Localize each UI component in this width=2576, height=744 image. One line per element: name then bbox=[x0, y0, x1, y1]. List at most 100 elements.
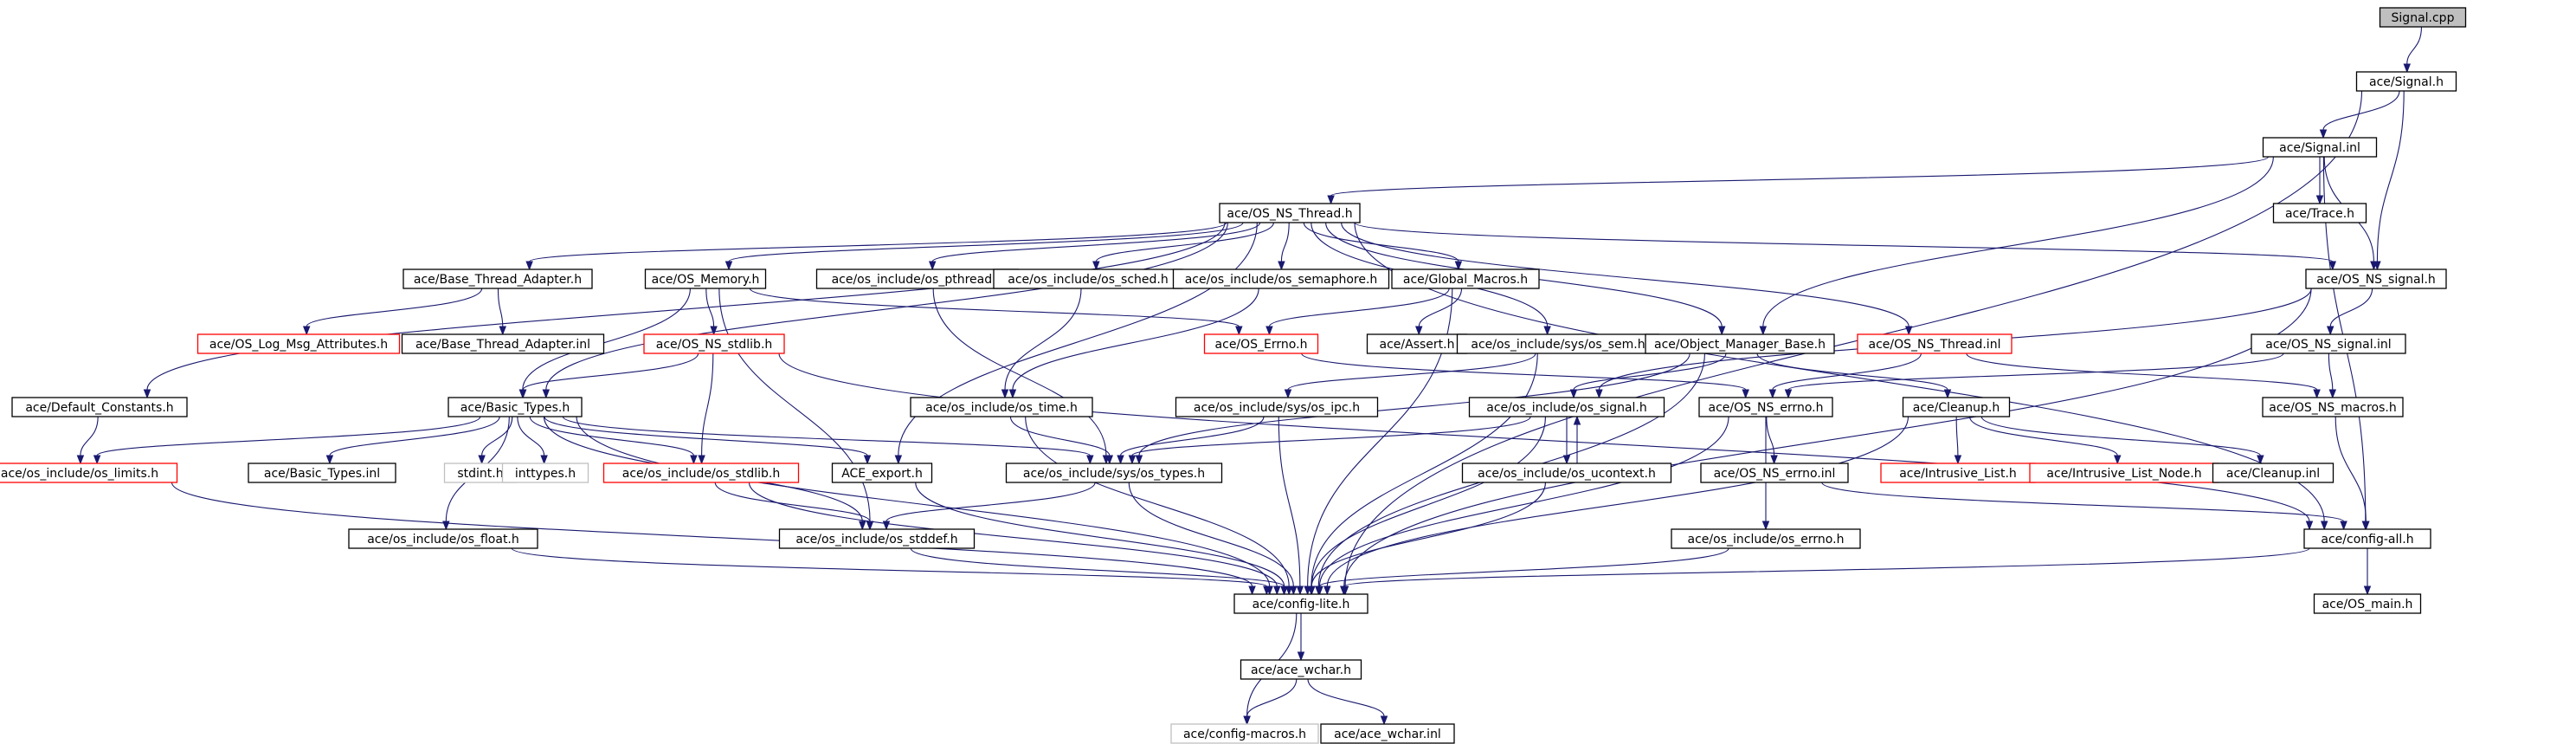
edge-os-memory-h-to-os-ns-stdlib-h bbox=[705, 288, 718, 336]
node-box bbox=[1461, 463, 1672, 483]
node-box bbox=[11, 397, 188, 417]
node-os-ns-macros-h: ace/OS_NS_macros.h bbox=[2262, 397, 2404, 417]
node-assert-h: ace/Assert.h bbox=[1366, 333, 1468, 354]
node-box bbox=[1233, 593, 1368, 614]
node-label: ace/Default_Constants.h bbox=[25, 401, 173, 415]
edge-arrowhead bbox=[1092, 261, 1100, 271]
edge-arrowhead bbox=[710, 326, 718, 336]
edge-line bbox=[1821, 482, 2345, 522]
edge-line bbox=[931, 222, 1261, 262]
edge-arrowhead bbox=[928, 261, 937, 271]
edge-arrowhead bbox=[143, 389, 151, 399]
node-box bbox=[1175, 397, 1379, 417]
edge-arrowhead bbox=[1770, 455, 1778, 465]
edge-arrowhead bbox=[1280, 585, 1288, 596]
node-box bbox=[248, 463, 396, 483]
edge-cleanup-h-to-cleanup-inl bbox=[1980, 416, 2264, 465]
node-box bbox=[778, 528, 976, 549]
node-box bbox=[1902, 397, 2011, 417]
edge-os-ns-thread-h-to-config-all-h bbox=[1354, 222, 2328, 531]
node-os-pthread-h: ace/os_include/os_pthread.h bbox=[815, 268, 1020, 289]
edge-os-time-h-to-sys-os-types-h bbox=[1009, 416, 1114, 465]
edge-os-ns-signal-inl-to-os-ns-macros-h bbox=[2328, 353, 2337, 399]
edge-line bbox=[1756, 353, 1948, 391]
edge-line bbox=[1787, 353, 2284, 391]
edge-os-ns-thread-h-to-default-constants-h bbox=[143, 222, 1226, 399]
edge-arrowhead bbox=[1759, 326, 1768, 336]
edge-arrowhead bbox=[690, 455, 698, 465]
node-label: ace/os_include/os_semaphore.h bbox=[1185, 273, 1378, 287]
edge-cleanup-h-to-config-lite-h bbox=[1323, 416, 1909, 596]
node-label: Signal.cpp bbox=[2392, 11, 2455, 25]
edge-os-semaphore-h-to-os-time-h bbox=[1008, 288, 1259, 399]
node-cleanup-h: ace/Cleanup.h bbox=[1902, 397, 2011, 417]
node-os-time-h: ace/os_include/os_time.h bbox=[910, 397, 1093, 417]
node-label: ace/Signal.inl bbox=[2279, 141, 2360, 155]
edge-line bbox=[544, 416, 868, 456]
node-trace-h: ace/Trace.h bbox=[2272, 203, 2367, 223]
edge-line bbox=[910, 547, 1285, 587]
edge-arrowhead bbox=[540, 455, 548, 465]
edge-arrowhead bbox=[76, 455, 85, 465]
edge-arrowhead bbox=[1086, 455, 1094, 465]
edge-sys-os-types-h-to-os-stddef-h bbox=[882, 482, 1096, 531]
edge-arrowhead bbox=[525, 261, 533, 271]
edge-object-manager-base-h-to-sys-os-types-h bbox=[1135, 353, 1690, 465]
edge-line bbox=[2329, 288, 2373, 327]
edge-line bbox=[481, 416, 513, 456]
edge-line bbox=[749, 288, 1240, 327]
edge-os-ns-stdlib-h-to-os-stdlib-h bbox=[698, 353, 714, 465]
edge-os-ns-errno-h-to-os-ns-errno-inl bbox=[1766, 416, 1778, 465]
edge-basic-types-h-to-ace-export-h bbox=[544, 416, 872, 465]
edge-arrowhead bbox=[1454, 261, 1463, 271]
edge-line bbox=[2322, 90, 2400, 131]
node-default-constants-h: ace/Default_Constants.h bbox=[11, 397, 188, 417]
node-label: ace/config-all.h bbox=[2321, 533, 2413, 547]
node-box bbox=[348, 528, 538, 549]
edge-line bbox=[497, 288, 504, 327]
edge-line bbox=[886, 482, 1096, 522]
edge-line bbox=[1341, 222, 1909, 327]
edge-basic-types-h-to-stdint-h bbox=[478, 416, 513, 465]
node-os-semaphore-h: ace/os_include/os_semaphore.h bbox=[1172, 268, 1390, 289]
node-os-memory-h: ace/OS_Memory.h bbox=[644, 268, 767, 289]
edge-sys-os-sem-h-to-sys-os-ipc-h bbox=[1284, 353, 1536, 399]
edge-os-float-h-to-config-lite-h bbox=[511, 547, 1271, 596]
node-box bbox=[2379, 7, 2467, 28]
node-box bbox=[196, 333, 401, 354]
edge-ace-wchar-h-to-ace-wchar-inl bbox=[1307, 678, 1388, 726]
node-signal-inl: ace/Signal.inl bbox=[2262, 137, 2378, 158]
node-label: ace/Cleanup.inl bbox=[2226, 467, 2320, 481]
edge-line bbox=[1318, 547, 1729, 587]
edge-arrowhead bbox=[1117, 455, 1124, 465]
edge-base-thread-adapter-h-to-base-thread-adapter-inl bbox=[497, 288, 506, 336]
edge-os-ns-errno-inl-to-config-all-h bbox=[1821, 482, 2347, 531]
node-box bbox=[1320, 723, 1455, 744]
node-os-ns-thread-inl: ace/OS_NS_Thread.inl bbox=[1857, 333, 2012, 354]
edge-os-signal-h-to-os-ucontext-h bbox=[1562, 417, 1571, 465]
node-label: ace/Signal.h bbox=[2369, 75, 2444, 89]
edge-line bbox=[1326, 416, 1909, 587]
edge-arrowhead bbox=[1105, 455, 1114, 465]
node-box bbox=[910, 397, 1093, 417]
edge-ace-wchar-h-to-config-macros-h bbox=[1243, 678, 1298, 726]
edge-arrowhead bbox=[1285, 585, 1293, 596]
node-box bbox=[0, 463, 178, 483]
edge-arrowhead bbox=[2320, 521, 2328, 531]
node-label: ace/config-macros.h bbox=[1183, 728, 1306, 741]
node-box bbox=[2272, 203, 2367, 223]
edge-object-manager-base-h-to-cleanup-h bbox=[1756, 353, 1952, 399]
edge-os-ns-thread-h-to-os-ns-signal-h bbox=[1354, 222, 2337, 271]
node-os-ns-signal-inl: ace/OS_NS_signal.inl bbox=[2251, 333, 2406, 354]
edge-arrowhead bbox=[542, 389, 551, 399]
edge-os-sched-h-to-os-time-h bbox=[1001, 288, 1082, 399]
node-os-main-h: ace/OS_main.h bbox=[2313, 593, 2422, 614]
node-os-errno-inc-h: ace/os_include/os_errno.h bbox=[1671, 528, 1861, 549]
edge-os-ns-stdlib-h-to-basic-types-h bbox=[518, 353, 699, 399]
edge-config-all-h-to-os-main-h bbox=[2363, 548, 2372, 596]
edge-arrowhead bbox=[1297, 651, 1305, 662]
node-box bbox=[2212, 463, 2334, 483]
edge-default-constants-h-to-os-limits-h bbox=[76, 416, 99, 465]
edge-arrowhead bbox=[2370, 261, 2378, 271]
edge-line bbox=[329, 416, 500, 456]
